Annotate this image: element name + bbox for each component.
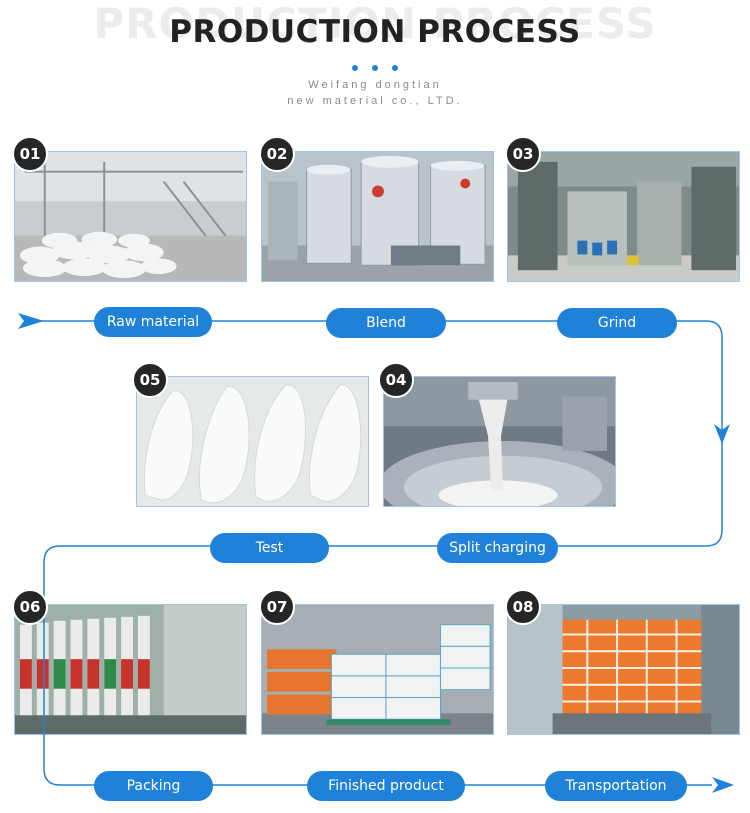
step-number-badge: 04 [378, 362, 414, 398]
start-arrow-icon [18, 313, 44, 329]
step-number-badge: 08 [505, 589, 541, 625]
title-watermark: PRODUCTION PROCESS [93, 0, 657, 48]
step-label-blend: Blend [326, 308, 446, 338]
step-label-test: Test [210, 533, 329, 563]
step-label-transportation: Transportation [545, 771, 687, 801]
down-arrow-icon [714, 424, 730, 444]
photo-finished-product [261, 604, 494, 735]
company-name-line1: Weifang dongtian [308, 79, 442, 91]
step-label-packing: Packing [94, 771, 213, 801]
step-number-badge: 05 [132, 362, 168, 398]
photo-packing [14, 604, 247, 735]
step-label-grind: Grind [557, 308, 677, 338]
end-arrow-icon [712, 777, 734, 793]
step-label-finished-product: Finished product [307, 771, 465, 801]
step-number-badge: 01 [12, 136, 48, 172]
photo-transportation [507, 604, 740, 735]
step-label-raw-material: Raw material [94, 307, 212, 337]
step-label-split-charging: Split charging [437, 533, 558, 563]
company-name-line2: new material co., LTD. [287, 95, 463, 107]
photo-test [136, 376, 369, 507]
photo-raw-material [14, 151, 247, 282]
page-title: PRODUCTION PROCESS [169, 14, 581, 50]
photo-grind [507, 151, 740, 282]
step-number-badge: 02 [259, 136, 295, 172]
step-number-badge: 07 [259, 589, 295, 625]
photo-split-charging [383, 376, 616, 507]
step-number-badge: 06 [12, 589, 48, 625]
photo-blend [261, 151, 494, 282]
step-number-badge: 03 [505, 136, 541, 172]
decorative-dots [0, 58, 750, 76]
